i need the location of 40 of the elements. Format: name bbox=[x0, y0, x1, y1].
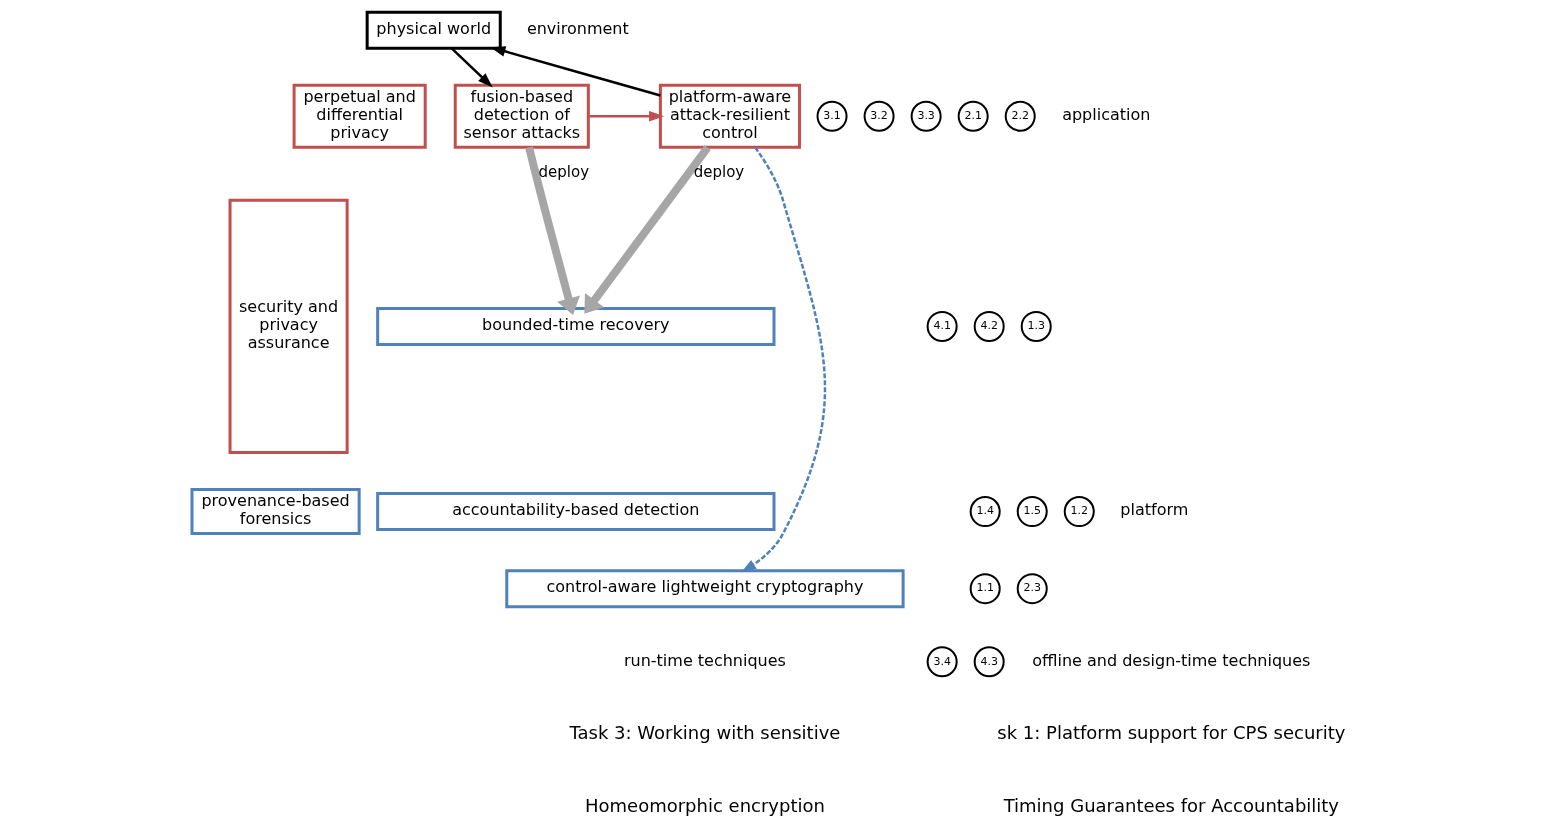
node-circle: 1.5 bbox=[1016, 496, 1048, 528]
arrow bbox=[524, 146, 580, 315]
node-circle: 1.4 bbox=[969, 496, 1001, 528]
label: application bbox=[1061, 105, 1150, 125]
node-box: perpetual and differential privacy bbox=[292, 83, 427, 149]
node-box: physical world bbox=[365, 10, 502, 50]
label: sk 1: Platform support for CPS security bbox=[996, 722, 1345, 744]
edge-label: deploy bbox=[538, 163, 589, 182]
node-circle: 4.2 bbox=[973, 310, 1005, 342]
label: Timing Guarantees for Accountability bbox=[1003, 795, 1339, 817]
arrow bbox=[587, 110, 664, 122]
node-circle: 1.3 bbox=[1020, 310, 1052, 342]
node-box: security and privacy assurance bbox=[228, 198, 349, 455]
edge-label: deploy bbox=[693, 163, 744, 182]
node-box: bounded-time recovery bbox=[375, 306, 775, 346]
node-box: platform-aware attack-resilient control bbox=[658, 83, 801, 149]
node-circle: 4.1 bbox=[926, 310, 958, 342]
node-circle: 3.4 bbox=[926, 646, 958, 678]
node-box: fusion-based detection of sensor attacks bbox=[453, 83, 590, 149]
node-box: control-aware lightweight cryptography bbox=[504, 569, 905, 609]
arrow bbox=[740, 146, 826, 573]
node-circle: 1.1 bbox=[969, 573, 1001, 605]
label: run-time techniques bbox=[623, 650, 786, 670]
node-circle: 1.2 bbox=[1063, 496, 1095, 528]
node-circle: 3.2 bbox=[863, 100, 895, 132]
arrow bbox=[450, 47, 493, 88]
node-circle: 3.3 bbox=[910, 100, 942, 132]
node-circle: 2.2 bbox=[1004, 100, 1036, 132]
node-circle: 4.3 bbox=[973, 646, 1005, 678]
node-circle: 2.3 bbox=[1016, 573, 1048, 605]
label: platform bbox=[1119, 500, 1188, 520]
node-box: provenance-based forensics bbox=[190, 488, 361, 536]
node-circle: 2.1 bbox=[957, 100, 989, 132]
arrow bbox=[583, 145, 711, 314]
label: Homeomorphic encryption bbox=[584, 795, 825, 817]
label: Task 3: Working with sensitive bbox=[569, 722, 840, 744]
node-box: accountability-based detection bbox=[375, 492, 775, 532]
label: offline and design-time techniques bbox=[1031, 650, 1310, 670]
node-circle: 3.1 bbox=[816, 100, 848, 132]
label: environment bbox=[526, 18, 629, 38]
